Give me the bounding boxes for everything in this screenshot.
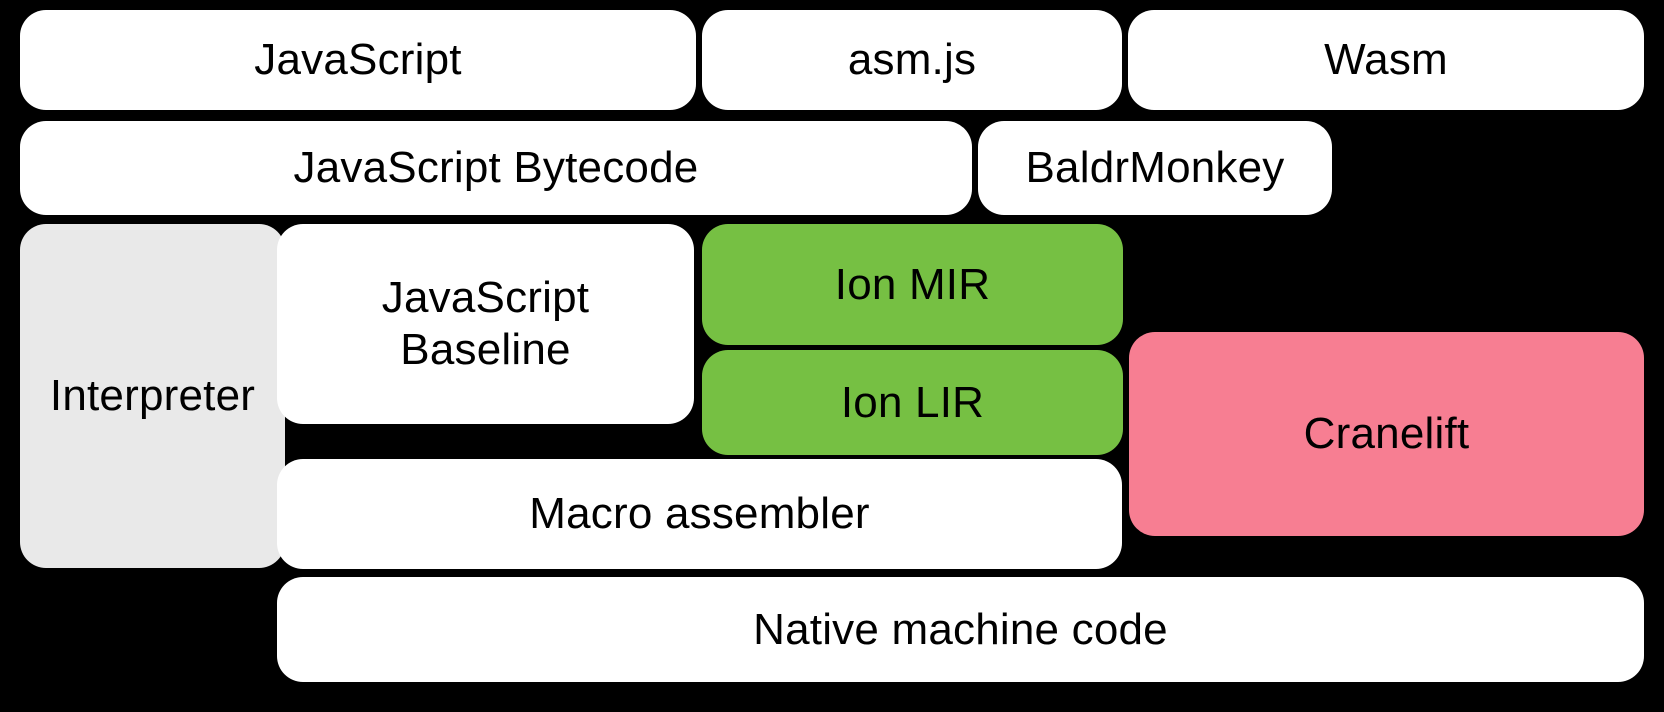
node-baldrmonkey: BaldrMonkey bbox=[978, 121, 1332, 215]
node-wasm: Wasm bbox=[1128, 10, 1644, 110]
node-ion-lir: Ion LIR bbox=[702, 350, 1123, 455]
node-ion-mir: Ion MIR bbox=[702, 224, 1123, 345]
node-macro-assembler: Macro assembler bbox=[277, 459, 1122, 569]
node-asmjs: asm.js bbox=[702, 10, 1122, 110]
node-javascript: JavaScript bbox=[20, 10, 696, 110]
node-javascript-bytecode: JavaScript Bytecode bbox=[20, 121, 972, 215]
node-native-machine-code: Native machine code bbox=[277, 577, 1644, 682]
node-interpreter: Interpreter bbox=[20, 224, 285, 568]
node-javascript-baseline: JavaScript Baseline bbox=[277, 224, 694, 424]
node-cranelift: Cranelift bbox=[1129, 332, 1644, 536]
